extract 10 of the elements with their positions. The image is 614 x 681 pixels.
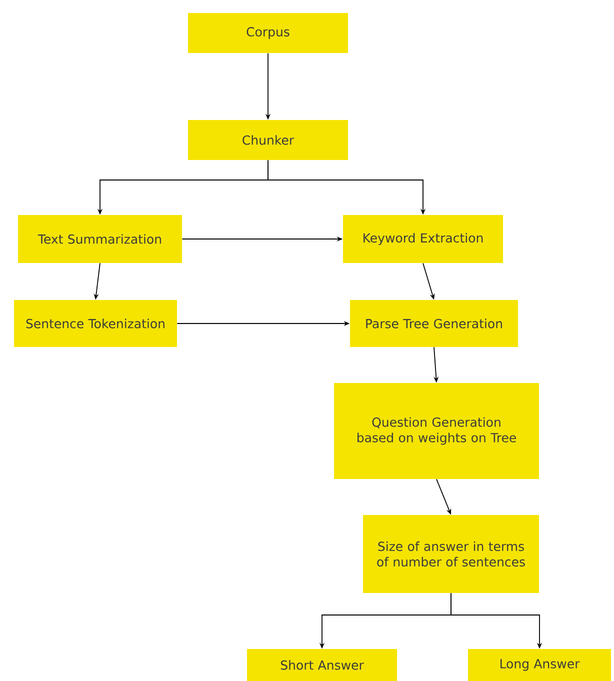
process-box: Long Answer (468, 649, 611, 681)
process-box: Size of answer in terms of number of sentences (363, 515, 539, 593)
process-box: Parse Tree Generation (350, 300, 518, 347)
process-box: Keyword Extraction (343, 215, 503, 263)
process-box: Chunker (188, 120, 348, 160)
process-box: Sentence Tokenization (14, 300, 177, 347)
process-box: Short Answer (247, 649, 397, 681)
process-box: Corpus (188, 13, 348, 53)
process-box: Question Generation based on weights on Tree (334, 383, 539, 479)
process-box: Text Summarization (18, 215, 182, 263)
